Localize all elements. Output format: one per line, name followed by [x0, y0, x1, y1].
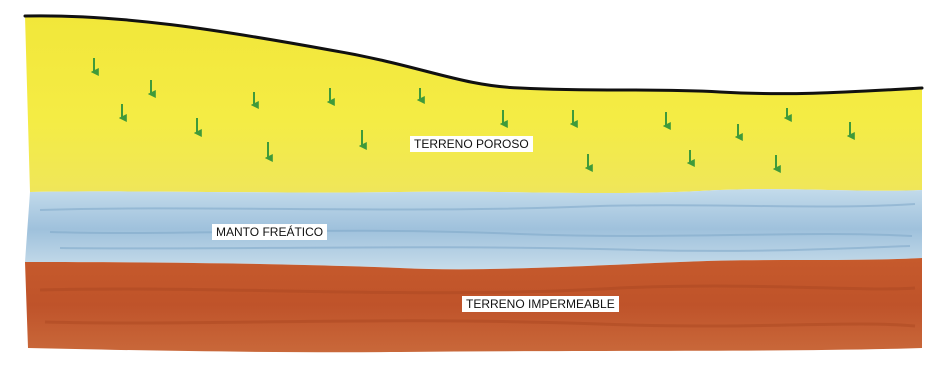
- clay-texture: [39, 284, 916, 328]
- water-streaks: [39, 203, 916, 252]
- water-table-label: MANTO FREÁTICO: [212, 224, 328, 240]
- porous-layer-label: TERRENO POROSO: [410, 136, 533, 152]
- porous-layer: [25, 15, 922, 194]
- ground-surface-line: [23, 14, 924, 96]
- impermeable-layer-label: TERRENO IMPERMEABLE: [462, 296, 619, 312]
- infiltration-arrows: [90, 58, 855, 173]
- water-table-layer: [25, 189, 922, 270]
